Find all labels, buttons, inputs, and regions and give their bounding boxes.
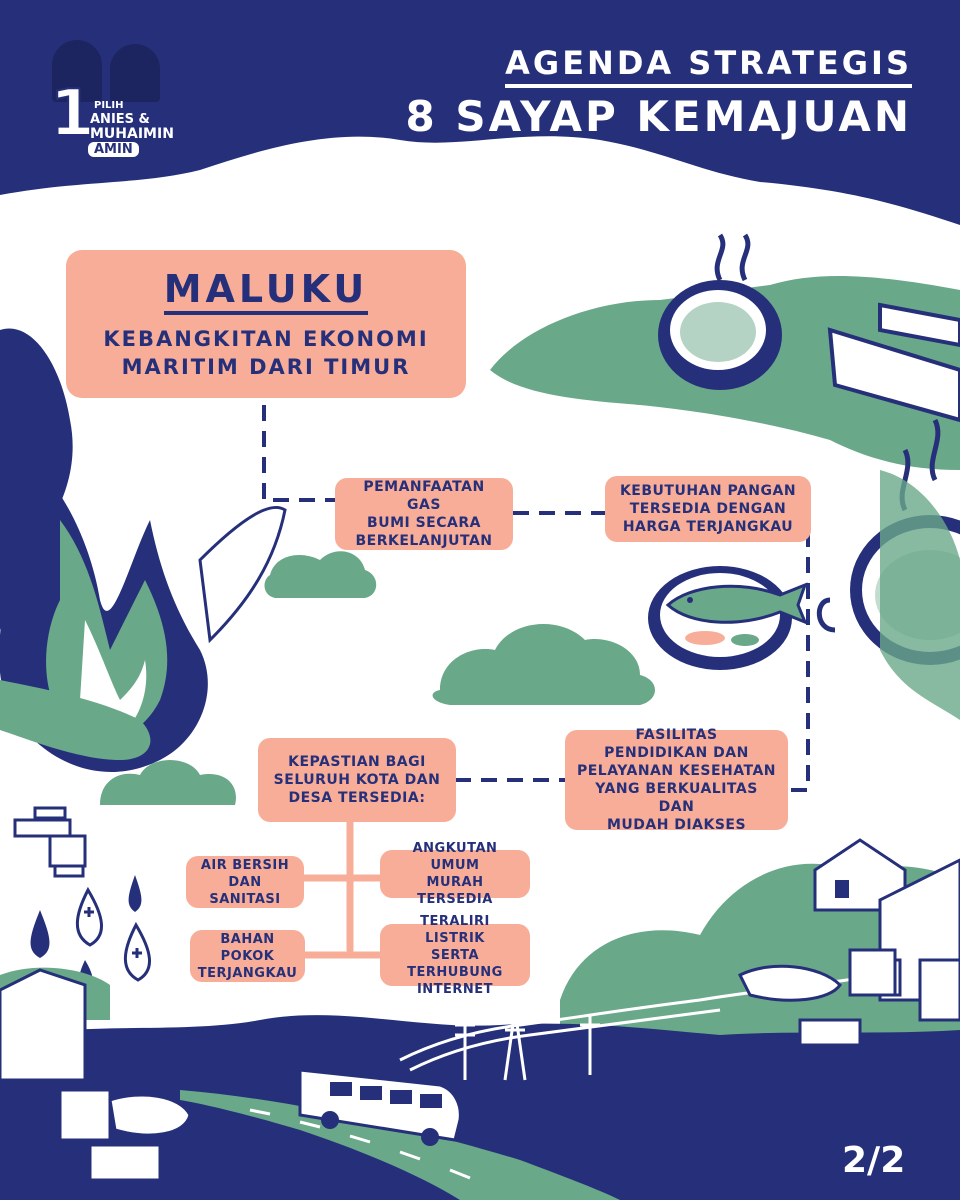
fire-icon — [0, 450, 287, 772]
cloud-center — [432, 623, 655, 705]
node-bahan-pokok: BAHAN POKOK TERJANGKAU — [190, 930, 305, 982]
node-gas-line-1: PEMANFAATAN GAS — [363, 479, 485, 513]
bus-icon — [298, 1068, 462, 1146]
node-air-bersih: AIR BERSIH DAN SANITASI — [186, 856, 304, 908]
theme-line-1: KEBANGKITAN EKONOMI — [103, 327, 429, 351]
node-fasilitas-line-3: PELAYANAN KESEHATAN — [576, 763, 777, 779]
water-drop-icon — [30, 875, 152, 990]
node-listrik-line-2: SERTA TERHUBUNG — [407, 947, 503, 980]
node-bahan-line-1: BAHAN POKOK — [220, 931, 275, 964]
fish-plate-icon — [648, 566, 808, 670]
right-goods-icon — [737, 948, 960, 1047]
road — [180, 1090, 620, 1200]
soup-bowl-icon — [658, 233, 782, 390]
page-indicator: 2/2 — [842, 1140, 906, 1181]
node-fasilitas-line-4: YANG BERKUALITAS DAN — [595, 781, 758, 815]
node-angkutan: ANGKUTAN UMUM MURAH TERSEDIA — [380, 841, 530, 907]
node-fasilitas-line-5: MUDAH DIAKSES — [606, 817, 747, 833]
water-tap-icon — [13, 806, 87, 878]
node-angkutan-line-1: ANGKUTAN UMUM — [412, 841, 498, 873]
top-navy-band — [0, 0, 960, 225]
node-kepastian-line-2: SELURUH KOTA DAN — [273, 772, 441, 788]
node-pangan-line-1: KEBUTUHAN PANGAN — [619, 483, 797, 499]
header-title: 8 SAYAP KEMAJUAN — [405, 92, 912, 141]
fish-stick-icon — [827, 302, 960, 423]
node-fasilitas-line-2: PENDIDIKAN DAN — [604, 745, 749, 761]
campaign-logo: 1 PILIH ANIES & MUHAIMIN AMIN — [32, 38, 174, 166]
node-bahan-line-2: TERJANGKAU — [197, 965, 298, 981]
node-listrik-line-1: TERALIRI LISTRIK — [420, 913, 490, 946]
logo-line3: AMIN — [88, 142, 139, 157]
node-kepastian: KEPASTIAN BAGI SELURUH KOTA DAN DESA TER… — [258, 738, 456, 822]
logo-number: 1 — [49, 77, 96, 151]
node-listrik: TERALIRI LISTRIK SERTA TERHUBUNG INTERNE… — [380, 914, 530, 997]
main-box: MALUKU KEBANGKITAN EKONOMI MARITIM DARI … — [66, 250, 466, 398]
node-fasilitas: FASILITAS PENDIDIKAN DAN PELAYANAN KESEH… — [565, 727, 788, 833]
market-goods-icon — [0, 968, 192, 1182]
theme-line-2: MARITIM DARI TIMUR — [121, 355, 411, 379]
node-kepastian-line-1: KEPASTIAN BAGI — [288, 754, 426, 770]
logo-line1: ANIES & — [90, 112, 150, 127]
node-angkutan-line-2: MURAH TERSEDIA — [417, 875, 493, 907]
connector-lines — [262, 405, 810, 792]
node-gas-line-3: BERKELANJUTAN — [355, 533, 493, 549]
node-listrik-line-3: INTERNET — [416, 981, 494, 997]
node-kepastian-line-3: DESA TERSEDIA: — [288, 790, 426, 806]
cloud-lower-left — [100, 760, 236, 805]
candidate-photo-2 — [110, 44, 160, 102]
region-title: MALUKU — [163, 267, 369, 315]
tree-lines — [301, 816, 384, 959]
bottom-navy-ground — [0, 1015, 960, 1200]
node-fasilitas-line-1: FASILITAS — [635, 727, 718, 743]
node-gas-line-2: BUMI SECARA — [367, 515, 481, 531]
header-subtitle: AGENDA STRATEGIS — [505, 44, 912, 88]
candidate-photo-1 — [52, 40, 102, 102]
node-pangan-line-3: HARGA TERJANGKAU — [622, 519, 794, 535]
logo-line2: MUHAIMIN — [90, 126, 174, 142]
node-pangan-line-2: TERSEDIA DENGAN — [629, 501, 787, 517]
logo-pilih: PILIH — [94, 100, 124, 111]
node-air-line-2: DAN SANITASI — [209, 874, 281, 907]
node-pangan: KEBUTUHAN PANGAN TERSEDIA DENGAN HARGA T… — [605, 476, 811, 542]
cloud-left — [264, 551, 377, 598]
node-air-line-1: AIR BERSIH — [200, 857, 290, 873]
node-gas-bumi: PEMANFAATAN GAS BUMI SECARA BERKELANJUTA… — [335, 478, 513, 550]
right-green-shape — [880, 470, 960, 720]
